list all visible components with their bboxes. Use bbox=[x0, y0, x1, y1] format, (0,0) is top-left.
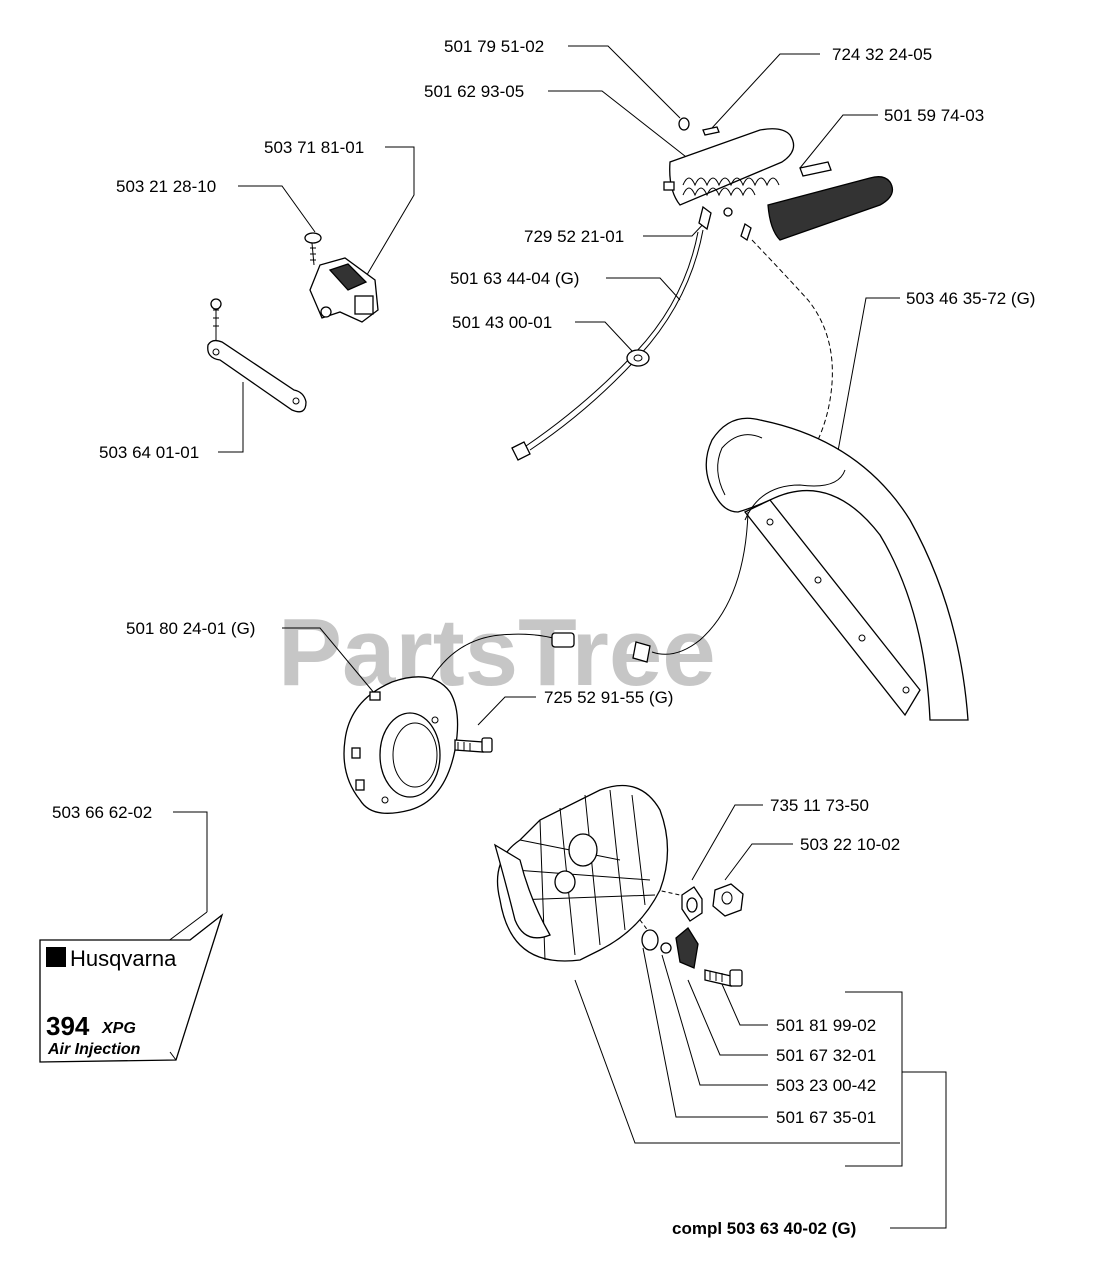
label-503-21-28-10: 503 21 28-10 bbox=[116, 177, 216, 196]
label-501-63-44-04: 501 63 44-04 (G) bbox=[450, 269, 579, 288]
label-501-67-35-01: 501 67 35-01 bbox=[776, 1108, 876, 1127]
screw-503-21-28-10 bbox=[304, 232, 322, 266]
flywheel bbox=[493, 784, 669, 962]
label-503-23-00-42: 503 23 00-42 bbox=[776, 1076, 876, 1095]
decal-subtitle: Air Injection bbox=[47, 1041, 141, 1058]
label-724-32-24-05: 724 32 24-05 bbox=[832, 45, 932, 64]
label-503-46-35-72: 503 46 35-72 (G) bbox=[906, 289, 1035, 308]
bolt-725-52-91-55 bbox=[454, 737, 493, 753]
label-503-66-62-02: 503 66 62-02 bbox=[52, 803, 152, 822]
label-501-80-24-01: 501 80 24-01 (G) bbox=[126, 619, 255, 638]
handle-bar bbox=[705, 417, 969, 721]
decal-brand: Husqvarna bbox=[70, 946, 177, 971]
wire-harness bbox=[511, 229, 704, 461]
label-501-62-93-05: 501 62 93-05 bbox=[424, 82, 524, 101]
stop-switch bbox=[309, 257, 379, 323]
label-503-71-81-01: 503 71 81-01 bbox=[264, 138, 364, 157]
label-501-67-32-01: 501 67 32-01 bbox=[776, 1046, 876, 1065]
label-compl-503-63-40-02: compl 503 63 40-02 (G) bbox=[672, 1219, 856, 1238]
decal-model-suffix: XPG bbox=[101, 1020, 136, 1037]
label-501-81-99-02: 501 81 99-02 bbox=[776, 1016, 876, 1035]
label-725-52-91-55: 725 52 91-55 (G) bbox=[544, 688, 673, 707]
label-503-64-01-01: 503 64 01-01 bbox=[99, 443, 199, 462]
plate-cover bbox=[767, 161, 894, 241]
label-501-79-51-02: 501 79 51-02 bbox=[444, 37, 544, 56]
leader-lines bbox=[162, 45, 947, 1229]
decal: Husqvarna 394 XPG Air Injection bbox=[39, 913, 224, 1063]
contact-plate bbox=[663, 117, 795, 206]
label-729-52-21-01: 729 52 21-01 bbox=[524, 227, 624, 246]
label-735-11-73-50: 735 11 73-50 bbox=[770, 796, 869, 815]
crown-logo-icon bbox=[46, 947, 66, 967]
label-501-59-74-03: 501 59 74-03 bbox=[884, 106, 984, 125]
ignition-module bbox=[343, 632, 575, 814]
label-501-43-00-01: 501 43 00-01 bbox=[452, 313, 552, 332]
ignition-wire bbox=[632, 511, 749, 663]
label-503-22-10-02: 503 22 10-02 bbox=[800, 835, 900, 854]
decal-model: 394 bbox=[46, 1011, 90, 1041]
flywheel-hardware bbox=[641, 883, 744, 987]
part-labels: 501 79 51-02 724 32 24-05 501 62 93-05 5… bbox=[52, 37, 1035, 1238]
screws-top bbox=[698, 205, 752, 242]
link-bar bbox=[207, 298, 307, 413]
